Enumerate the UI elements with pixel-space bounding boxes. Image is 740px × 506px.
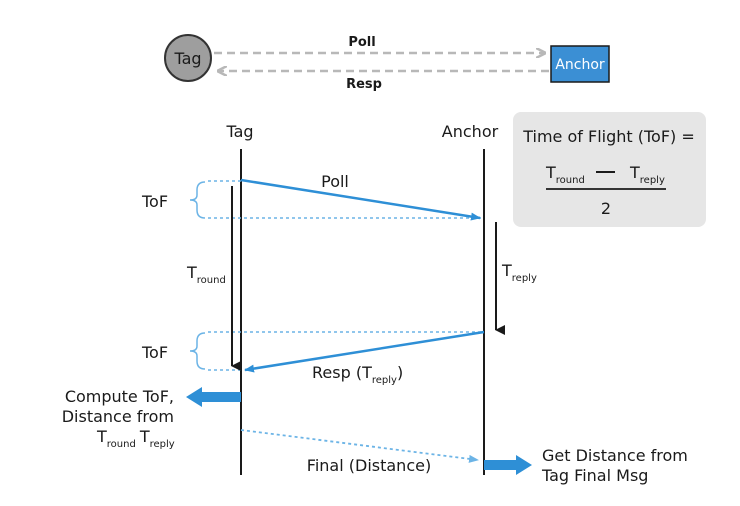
compute-line1: Compute ToF, [65,387,174,406]
formula-num-t1: Tround [545,163,585,186]
resp-arrow [244,330,485,373]
final-label: Final (Distance) [307,456,431,475]
t-reply-label: Treply [501,261,537,284]
resp-overview-label: Resp [346,77,382,92]
resp-label: Resp (Treply) [312,363,403,386]
formula-denominator: 2 [601,199,611,218]
tag-node-label: Tag [173,49,201,68]
tof1-label: ToF [141,192,168,211]
tag-header: Tag [225,122,253,141]
anchor-node [550,45,610,83]
tof2-label: ToF [141,343,168,362]
compute-line2: Distance from [62,407,174,426]
poll-overview-label: Poll [348,35,375,50]
poll-label: Poll [321,172,349,191]
tof2-brace [189,332,206,370]
compute-block-arrow [186,387,241,407]
tof1-brace [189,181,206,219]
anchor-header: Anchor [442,122,499,141]
top-overview: Tag Anchor Poll Resp [164,34,610,92]
final-arrow [240,429,479,463]
tof-formula-box: Time of Flight (ToF) = Tround Treply 2 [513,112,706,227]
get-distance-line2: Tag Final Msg [541,466,648,485]
poll-arrow [240,178,481,221]
formula-num-t2: Treply [629,163,665,186]
get-distance-block-arrow [484,455,532,475]
t-round-label: Tround [186,263,226,286]
tag-node [164,34,212,82]
get-distance-line1: Get Distance from [542,446,688,465]
anchor-node-label: Anchor [555,57,605,73]
formula-title: Time of Flight (ToF) = [522,127,695,146]
